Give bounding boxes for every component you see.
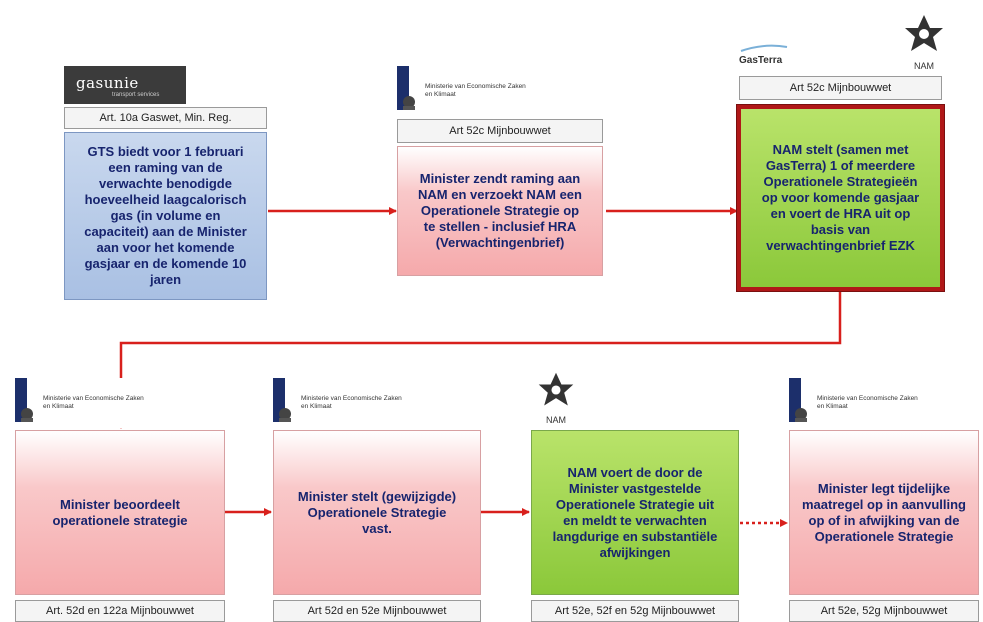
nam-star-icon: [538, 372, 574, 406]
box-text-line: Operationele Strategie uit: [555, 496, 715, 512]
box-text-line: operationele strategie: [52, 512, 188, 528]
box-text-line: hoeveelheid laagcalorisch: [84, 192, 247, 207]
gasunie-logo: gasunie transport services: [64, 66, 186, 104]
nam-star-icon: [905, 15, 943, 51]
gts-article-label: Art. 10a Gaswet, Min. Reg.: [64, 107, 267, 129]
box-text-line: capaciteit) aan de Minister: [84, 224, 247, 239]
box-text-line: afwijkingen: [599, 544, 671, 560]
crest-icon: [795, 408, 807, 422]
box-text-line: NAM voert de door de: [567, 464, 703, 480]
nam-strategie-article-label: Art 52c Mijnbouwwet: [739, 76, 942, 100]
box-text-line: GTS biedt voor 1 februari: [87, 144, 244, 159]
box-text-line: op of in afwijking van de: [808, 512, 960, 528]
box-text-line: aan voor het komende: [96, 240, 235, 255]
box-text-line: een raming van de: [108, 160, 223, 175]
box-text-line: Operationele Strategieën: [763, 174, 918, 189]
ministry-name: Ministerie van Economische Zaken: [43, 395, 144, 402]
ministry-name: Ministerie van Economische Zaken: [425, 83, 526, 90]
stelt-vast-article-label: Art 52d en 52e Mijnbouwwet: [273, 600, 481, 622]
gasterra-swoosh-icon: [740, 44, 788, 52]
stelt-vast-box: Minister stelt (gewijzigde)Operationele …: [273, 430, 481, 595]
minister-raming-article-label: Art 52c Mijnbouwwet: [397, 119, 603, 143]
box-text-line: gasjaar en de komende 10: [84, 256, 247, 271]
nam-logo-label: NAM: [914, 61, 934, 71]
box-text-line: NAM stelt (samen met: [772, 142, 909, 157]
box-text-line: Minister legt tijdelijke: [817, 480, 951, 496]
box-text-line: Operationele Strategie: [814, 528, 954, 544]
ministry-name-line2: en Klimaat: [425, 91, 456, 98]
crest-icon: [279, 408, 291, 422]
box-text-line: basis van: [810, 222, 871, 237]
crest-icon: [21, 408, 33, 422]
box-text-line: en voert de HRA uit op: [770, 206, 911, 221]
nam-logo-bottom: NAM: [534, 370, 578, 428]
box-text-line: op voor komende gasjaar: [761, 190, 920, 205]
gasterra-logo: GasTerra: [739, 40, 799, 66]
box-text-line: verwachtingenbrief EZK: [766, 238, 915, 253]
box-text-line: verwachte benodigde: [99, 176, 232, 191]
box-text-line: langdurige en substantiële: [552, 528, 718, 544]
gasunie-logo-sub: transport services: [112, 92, 160, 98]
box-text-line: NAM en verzoekt NAM een: [418, 187, 582, 202]
ministry-name-line2: en Klimaat: [817, 403, 848, 410]
gasterra-name: GasTerra: [739, 55, 783, 66]
box-text-line: vast.: [362, 520, 392, 536]
gasunie-logo-name: gasunie: [76, 74, 139, 92]
ministry-name: Ministerie van Economische Zaken: [301, 395, 402, 402]
box-text-line: te stellen - inclusief HRA: [423, 219, 577, 234]
voert-uit-article-label: Art 52e, 52f en 52g Mijnbouwwet: [531, 600, 739, 622]
ministry-name-line2: en Klimaat: [301, 403, 332, 410]
box-text-line: Minister zendt raming aan: [419, 171, 581, 186]
box-text-line: gas (in volume en: [110, 208, 221, 223]
arrow-nam-to-beoordeelt: [117, 291, 842, 429]
box-text-line: Minister vastgestelde: [568, 480, 702, 496]
maatregel-article-label: Art 52e, 52g Mijnbouwwet: [789, 600, 979, 622]
nam-logo-top: NAM: [902, 12, 946, 72]
box-text-line: Operationele Strategie: [307, 504, 447, 520]
ministry-name-line2: en Klimaat: [43, 403, 74, 410]
box-text-line: en meldt te verwachten: [563, 512, 707, 528]
box-text-line: jaren: [149, 272, 182, 287]
box-text-line: Operationele Strategie op: [420, 203, 580, 218]
beoordeelt-article-label: Art. 52d en 122a Mijnbouwwet: [15, 600, 225, 622]
box-text-line: maatregel op in aanvulling: [802, 496, 966, 512]
crest-icon: [403, 96, 415, 110]
box-text-line: GasTerra) 1 of meerdere: [765, 158, 916, 173]
box-text-line: Minister beoordeelt: [60, 496, 180, 512]
ministry-name: Ministerie van Economische Zaken: [817, 395, 918, 402]
box-text-line: (Verwachtingenbrief): [435, 235, 565, 250]
nam-logo-label: NAM: [546, 415, 566, 425]
box-text-line: Minister stelt (gewijzigde): [297, 488, 457, 504]
